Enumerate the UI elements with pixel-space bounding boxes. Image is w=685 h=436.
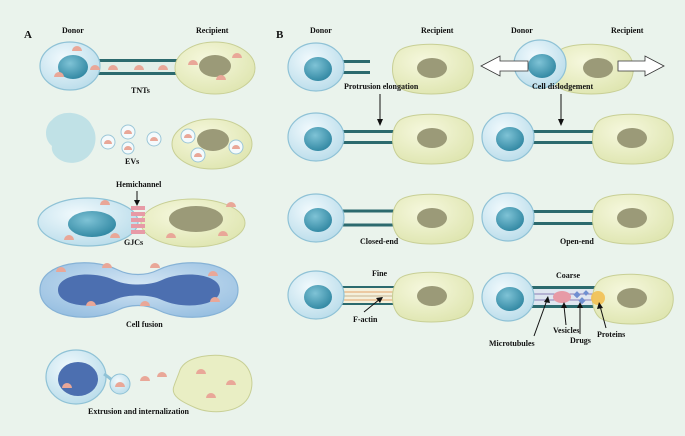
b-row-formed-tnt — [287, 112, 674, 165]
gap-junction-channels — [131, 206, 145, 234]
tnt-tube-top — [96, 59, 184, 62]
arrow-down-icon — [377, 119, 383, 126]
label-gjcs: GJCs — [124, 238, 143, 247]
label-f-actin: F-actin — [353, 315, 378, 324]
tnt-tube-bottom — [96, 72, 184, 75]
label-drugs: Drugs — [570, 336, 591, 345]
label-recipient-a: Recipient — [196, 26, 229, 35]
recipient-nucleus — [199, 55, 231, 77]
label-evs: EVs — [125, 157, 139, 166]
donor-cell-fragment — [46, 112, 96, 163]
recipient-cell — [172, 354, 253, 413]
a-row-evs: EVs — [46, 112, 253, 170]
panel-label-b: B — [276, 29, 284, 41]
label-cell-fusion: Cell fusion — [126, 320, 163, 329]
label-recipient-b2: Recipient — [611, 26, 644, 35]
label-coarse: Coarse — [556, 271, 580, 280]
panel-label-a: A — [24, 29, 32, 41]
arrow-left-icon — [480, 55, 529, 77]
label-proteins: Proteins — [597, 330, 625, 339]
cargo — [158, 65, 168, 70]
b-row-fine: Fine F-actin — [287, 269, 474, 324]
label-extrusion: Extrusion and internalization — [88, 407, 189, 416]
b-row-coarse: Coarse Microtubules Vesicles Drugs Prote… — [481, 271, 674, 348]
label-donor-a: Donor — [62, 26, 84, 35]
b-protrusion-start — [287, 42, 474, 95]
ev-vesicles — [100, 124, 162, 155]
label-donor-b2: Donor — [511, 26, 533, 35]
label-microtubules: Microtubules — [489, 339, 535, 348]
fused-nucleus — [58, 274, 220, 306]
label-recipient-b1: Recipient — [421, 26, 454, 35]
label-open-end: Open-end — [560, 237, 594, 246]
arrow-right-icon — [617, 55, 665, 77]
label-cell-dislodgement: Cell dislodgement — [532, 82, 593, 91]
label-vesicles: Vesicles — [553, 326, 579, 335]
closed-end-tube — [340, 209, 396, 227]
vesicle — [553, 291, 571, 303]
arrow-down-icon — [558, 119, 564, 126]
label-protrusion-elongation: Protrusion elongation — [344, 82, 419, 91]
donor-nucleus — [58, 55, 88, 79]
a-row-cell-fusion: Cell fusion — [39, 262, 239, 329]
b-row-ends: Closed-end Open-end — [287, 192, 674, 246]
b-dislodgement-start — [480, 39, 665, 95]
a-row-gjcs: Hemichannel GJCs — [37, 180, 246, 248]
label-closed-end: Closed-end — [360, 237, 399, 246]
cargo — [108, 65, 118, 70]
label-fine: Fine — [372, 269, 388, 278]
cargo — [134, 65, 144, 70]
protein-cluster — [591, 291, 605, 305]
label-tnts: TNTs — [131, 86, 150, 95]
label-donor-b1: Donor — [310, 26, 332, 35]
a-row-tnts: Donor Recipient TNTs — [39, 26, 256, 95]
a-row-extrusion: Extrusion and internalization — [45, 349, 253, 416]
label-hemichannel: Hemichannel — [116, 180, 162, 189]
